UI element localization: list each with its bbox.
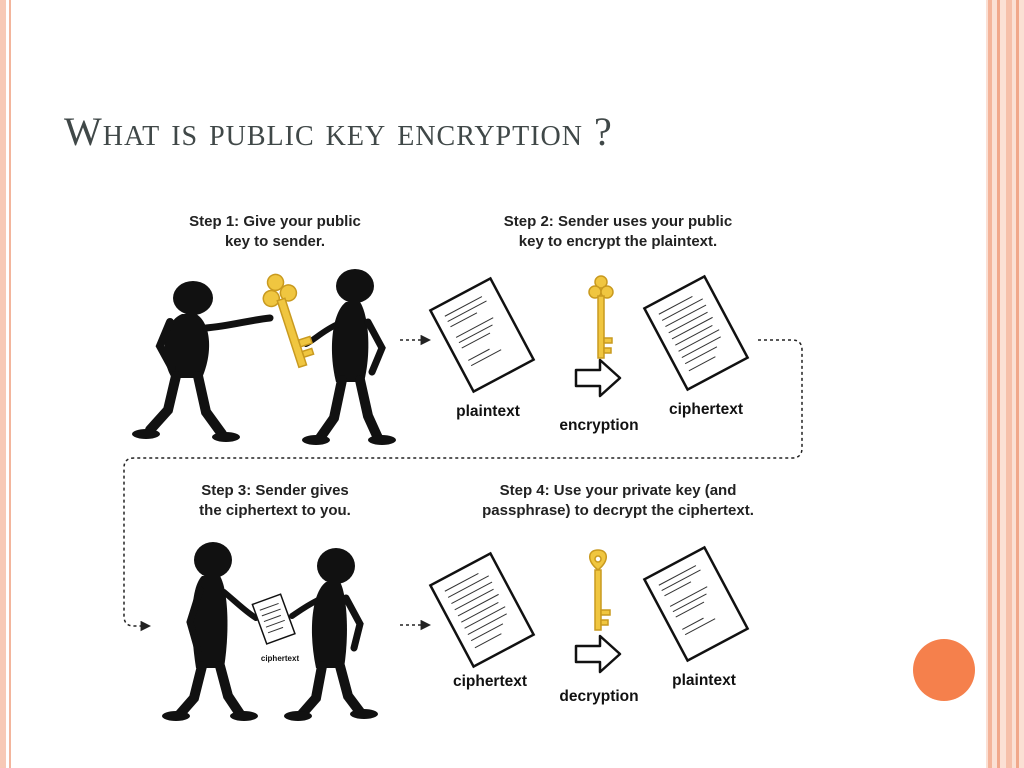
plaintext-label-bottom: plaintext: [672, 672, 736, 689]
document-icon: [642, 274, 750, 392]
dotted-route-connector: [123, 339, 803, 632]
step-2-line-2: key to encrypt the plaintext.: [519, 233, 717, 250]
step-2-line-1: Step 2: Sender uses your public: [504, 213, 732, 230]
step-3-line-1: Step 3: Sender gives: [201, 482, 349, 499]
plaintext-label-top: plaintext: [456, 403, 520, 420]
right-frame-stripe: [1006, 0, 1012, 768]
public-key-icon: [262, 273, 315, 369]
step-4-line-2: passphrase) to decrypt the ciphertext.: [482, 502, 754, 519]
right-frame-stripe: [1016, 0, 1019, 768]
step-3-line-2: the ciphertext to you.: [199, 502, 351, 519]
right-frame-stripe: [997, 0, 1000, 768]
right-frame-stripe: [988, 0, 992, 768]
document-icon: [428, 551, 536, 669]
public-key-icon: [588, 275, 614, 359]
ciphertext-handoff-label: ciphertext: [261, 654, 300, 663]
left-frame-line: [9, 0, 11, 768]
document-icon: [642, 545, 750, 663]
person-giver: [132, 281, 274, 442]
accent-dot: [913, 639, 975, 701]
slide-title: What is public key encryption ?: [64, 109, 613, 154]
encryption-label: encryption: [559, 417, 638, 434]
left-frame-band: [0, 0, 6, 768]
public-key-encryption-diagram: Step 1: Give your public key to sender. …: [123, 213, 803, 721]
arrow-right-icon: [574, 634, 622, 674]
ciphertext-label-bottom: ciphertext: [453, 673, 527, 690]
decryption-label: decryption: [559, 688, 638, 705]
private-key-icon: [589, 549, 611, 631]
person-receiver: [302, 269, 396, 445]
document-icon: [428, 276, 536, 394]
step-4-line-1: Step 4: Use your private key (and: [500, 482, 737, 499]
ciphertext-label-top: ciphertext: [669, 401, 743, 418]
document-icon: [251, 593, 296, 645]
person-recipient: [284, 548, 378, 721]
arrow-right-icon: [574, 358, 622, 398]
step-1-line-1: Step 1: Give your public: [189, 213, 361, 230]
step-1-line-2: key to sender.: [225, 233, 325, 250]
person-sender: [162, 542, 259, 721]
